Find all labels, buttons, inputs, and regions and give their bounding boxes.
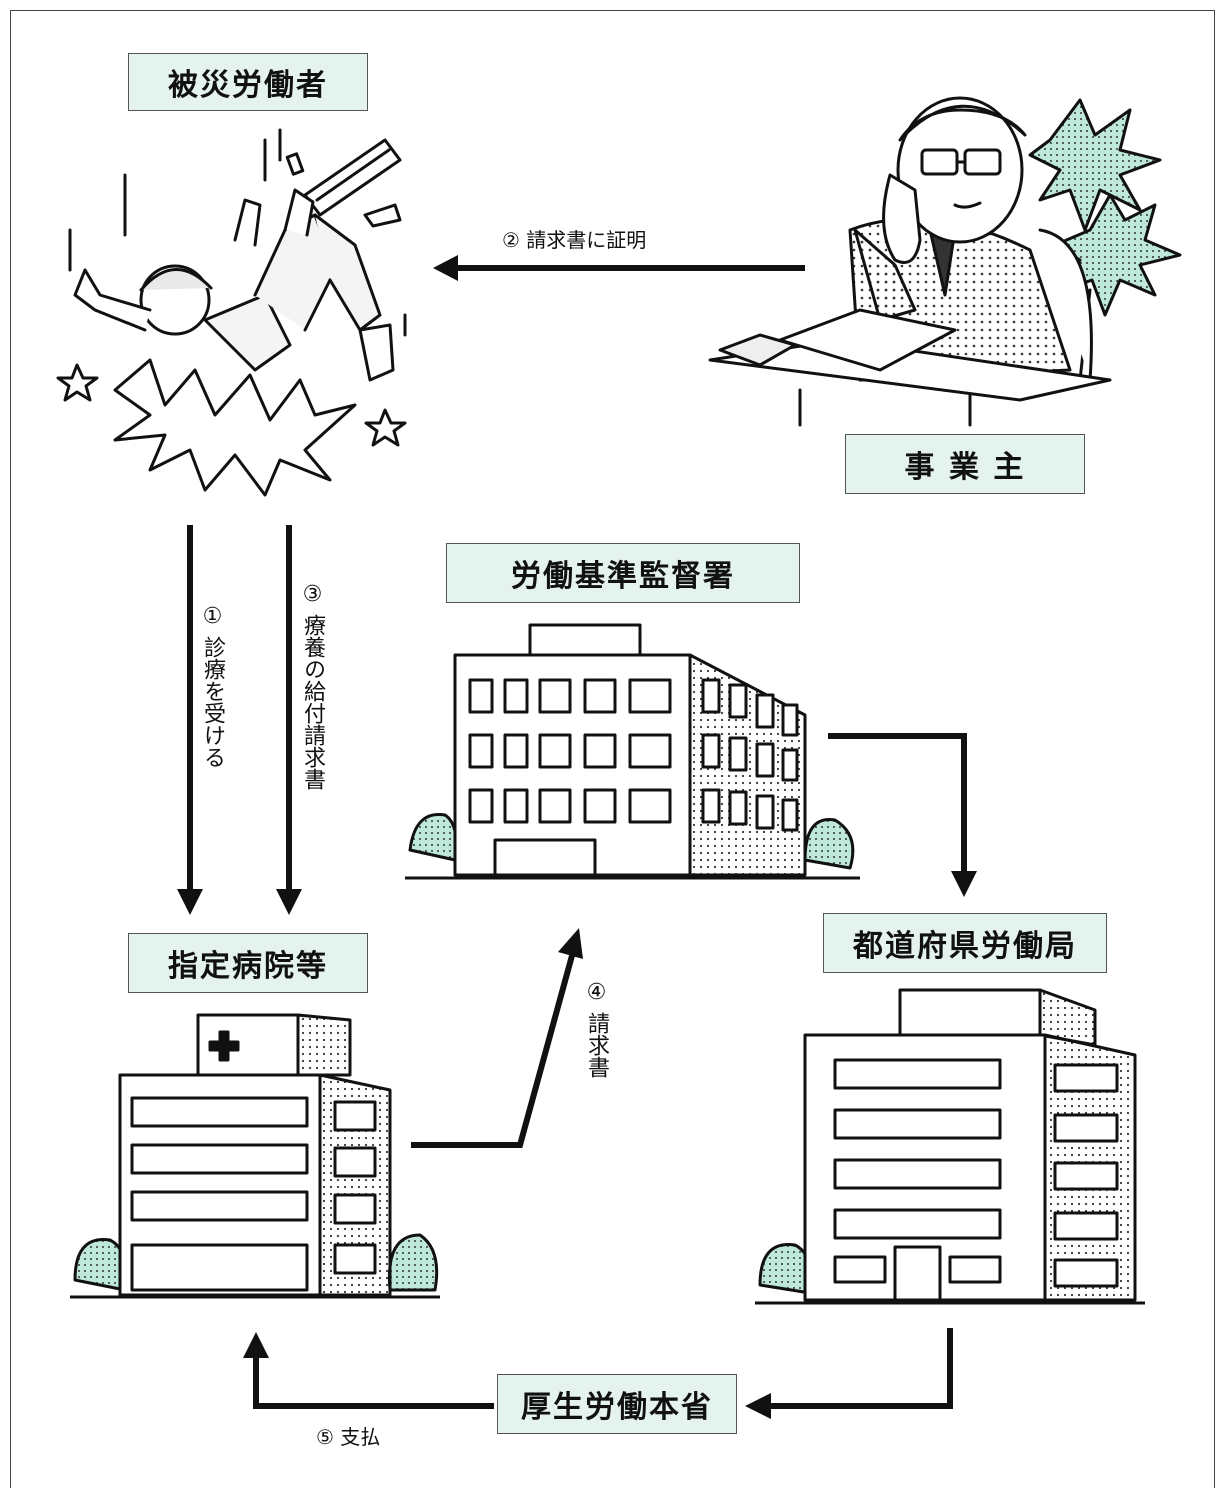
employer-label: 事 業 主 [845, 434, 1085, 494]
hospital-label: 指定病院等 [128, 933, 368, 993]
government-building-illustration [755, 988, 1145, 1305]
arrow-bureau-to-ministry-head [745, 1393, 771, 1419]
arrow-step5 [253, 1355, 494, 1409]
arrow-bureau-to-ministry [768, 1328, 953, 1409]
arrow-step4-head [558, 928, 583, 959]
businessman-on-phone-illustration [708, 96, 1182, 427]
step2-caption: ② 請求書に証明 [502, 228, 647, 252]
worker-label: 被災労働者 [128, 53, 368, 111]
arrow-step4 [411, 951, 576, 1148]
step3-caption: ③ 療養の給付請求書 [300, 582, 325, 790]
step5-caption: ⑤ 支払 [316, 1425, 381, 1449]
step1-caption: ① 診療を受ける [200, 604, 225, 768]
arrow-step5-head [243, 1332, 269, 1358]
hospital-building-illustration [70, 1013, 440, 1299]
diagram-frame [10, 10, 1215, 1488]
ministry-label: 厚生労働本省 [497, 1374, 737, 1434]
falling-worker-illustration [56, 128, 407, 497]
arrow-step1-head [177, 889, 203, 915]
arrow-step2-head [433, 255, 458, 281]
arrow-step3-head [276, 889, 302, 915]
arrow-office-to-bureau-head [951, 871, 977, 897]
labor-office-building-illustration [405, 623, 860, 880]
prefectural-bureau-label: 都道府県労働局 [823, 913, 1107, 973]
labor-office-label: 労働基準監督署 [446, 543, 800, 603]
step4-caption: ④ 請求書 [584, 980, 609, 1078]
arrow-office-to-bureau [828, 733, 967, 875]
